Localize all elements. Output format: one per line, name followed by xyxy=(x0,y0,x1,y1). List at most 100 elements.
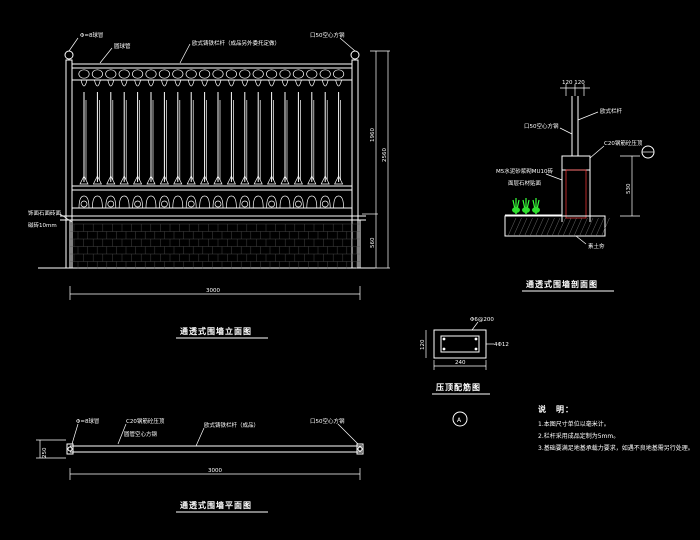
soil-hatch-line xyxy=(601,217,610,237)
bar-spear xyxy=(280,175,290,185)
soil-hatch xyxy=(507,217,610,237)
scroll-ornament xyxy=(94,79,101,87)
bar-spear xyxy=(146,175,156,185)
section-label-plant2: 面层石材贴面 xyxy=(508,179,542,187)
note-3: 3.基础要满足地基承载力要求，如遇不良地基需另行处理。 xyxy=(538,444,694,452)
right-post-ball-icon xyxy=(350,50,360,60)
ring-ornament xyxy=(292,69,304,79)
section-top-dim: 120 120 xyxy=(562,80,585,86)
plants xyxy=(512,198,540,215)
left-post-ball-icon xyxy=(64,50,74,60)
ring-ornament xyxy=(145,69,157,79)
soil-hatch-line xyxy=(546,217,555,237)
plan-dim-depth: 250 xyxy=(42,447,48,458)
lower-arch xyxy=(145,195,157,209)
right-post xyxy=(351,59,359,269)
plan-title: 通透式围墙平面图 xyxy=(180,500,252,510)
bar-spear xyxy=(92,175,102,185)
lower-rosette xyxy=(134,200,141,208)
scroll-ornament xyxy=(254,79,262,87)
lower-rosette xyxy=(295,200,302,208)
lower-arch xyxy=(306,195,318,209)
ring-ornament xyxy=(78,69,90,79)
bar-spear xyxy=(334,175,344,185)
section-dim-height: 530 xyxy=(626,183,632,194)
lower-arch xyxy=(78,195,90,209)
ring-ornament xyxy=(199,69,211,79)
scroll-ornament xyxy=(187,79,195,87)
bar-spear xyxy=(226,175,236,185)
section-label-bar: 欧式栏杆 xyxy=(600,107,623,115)
label-cap-ball: Φ=8球冒 xyxy=(80,31,103,39)
ring-ornament xyxy=(319,69,331,79)
scroll-ornament xyxy=(335,79,342,87)
lower-rosette xyxy=(161,200,168,208)
bar-spear xyxy=(200,175,210,185)
lower-rosette xyxy=(268,200,275,208)
lower-arch xyxy=(105,195,117,209)
bar-spear xyxy=(106,175,116,185)
detail-title: 压顶配筋图 xyxy=(436,382,481,392)
soil-hatch-line xyxy=(584,217,594,237)
lower-ornaments xyxy=(78,195,344,209)
detail-view: Φ6@200 4Φ12 120 240 压顶配筋图 A xyxy=(420,317,509,427)
lower-arch xyxy=(172,195,184,209)
soil-hatch-line xyxy=(590,217,599,237)
scroll-ornament xyxy=(147,79,155,87)
soil-hatch-line xyxy=(595,217,605,237)
detail-marker-icon xyxy=(452,411,468,427)
lower-arch xyxy=(333,195,344,209)
lower-rosette xyxy=(321,200,329,208)
detail-label-side: 4Φ12 xyxy=(494,342,509,348)
ring-ornament xyxy=(172,69,184,79)
ring-ornament xyxy=(118,69,130,79)
ring-ornament xyxy=(333,69,345,79)
lower-rosette xyxy=(107,200,115,208)
ring-ornaments xyxy=(78,69,345,87)
ring-ornament xyxy=(306,69,318,79)
lower-arch xyxy=(279,195,291,209)
fence-bars xyxy=(79,92,344,185)
plant-foliage xyxy=(522,207,530,213)
bar-spear xyxy=(307,175,317,185)
soil-hatch-line xyxy=(562,217,572,237)
note-1: 1.本图尺寸单位以毫米计。 xyxy=(538,420,610,428)
label-stone-face: 饰面石面砖面 xyxy=(28,209,62,217)
scroll-ornament xyxy=(268,79,275,87)
scroll-ornament xyxy=(80,79,88,87)
elevation-title: 通透式围墙立面图 xyxy=(180,326,252,336)
scroll-ornament xyxy=(281,79,289,87)
label-fence-bar: 欧式铸铁栏杆（成品另外委托定做） xyxy=(192,39,280,47)
scroll-ornament xyxy=(321,79,329,87)
lower-arch xyxy=(92,195,103,209)
stone-base xyxy=(69,219,361,269)
notes: 说 明： 1.本图尺寸单位以毫米计。 2.栏杆采用成品定制为5mm。 3.基础要… xyxy=(538,404,694,452)
note-2: 2.栏杆采用成品定制为5mm。 xyxy=(538,432,619,440)
ring-ornament xyxy=(252,69,264,79)
detail-dim-height: 120 xyxy=(420,339,426,350)
section-title: 通透式围墙剖面图 xyxy=(526,279,598,289)
section-label-post: 口50空心方钢 xyxy=(524,122,559,130)
bar-spear xyxy=(213,175,223,185)
lower-arch xyxy=(132,195,143,209)
plan-label-bar: 欧式铸铁栏杆（成品） xyxy=(204,421,259,429)
soil-hatch-line xyxy=(557,217,566,237)
label-ring: 圆球管 xyxy=(114,42,131,50)
section-label-soil: 素土夯 xyxy=(588,242,605,250)
bar-spear xyxy=(320,175,330,185)
bar-spear xyxy=(186,175,196,185)
elevation-view: Φ=8球冒 圆球管 欧式铸铁栏杆（成品另外委托定做） 口50空心方钢 饰面石面砖… xyxy=(28,31,390,339)
detail-label-top: Φ6@200 xyxy=(470,317,494,323)
dim-base: 560 xyxy=(370,237,376,248)
lower-arch xyxy=(266,195,277,209)
left-post xyxy=(65,59,73,269)
lower-rosette xyxy=(80,200,88,208)
ring-ornament xyxy=(239,69,251,79)
scroll-ornament xyxy=(201,79,208,87)
plan-dim-width: 3000 xyxy=(208,468,222,474)
stone-texture xyxy=(70,223,360,269)
scroll-ornament xyxy=(120,79,128,87)
scroll-ornament xyxy=(228,79,235,87)
soil-hatch-line xyxy=(518,217,528,237)
